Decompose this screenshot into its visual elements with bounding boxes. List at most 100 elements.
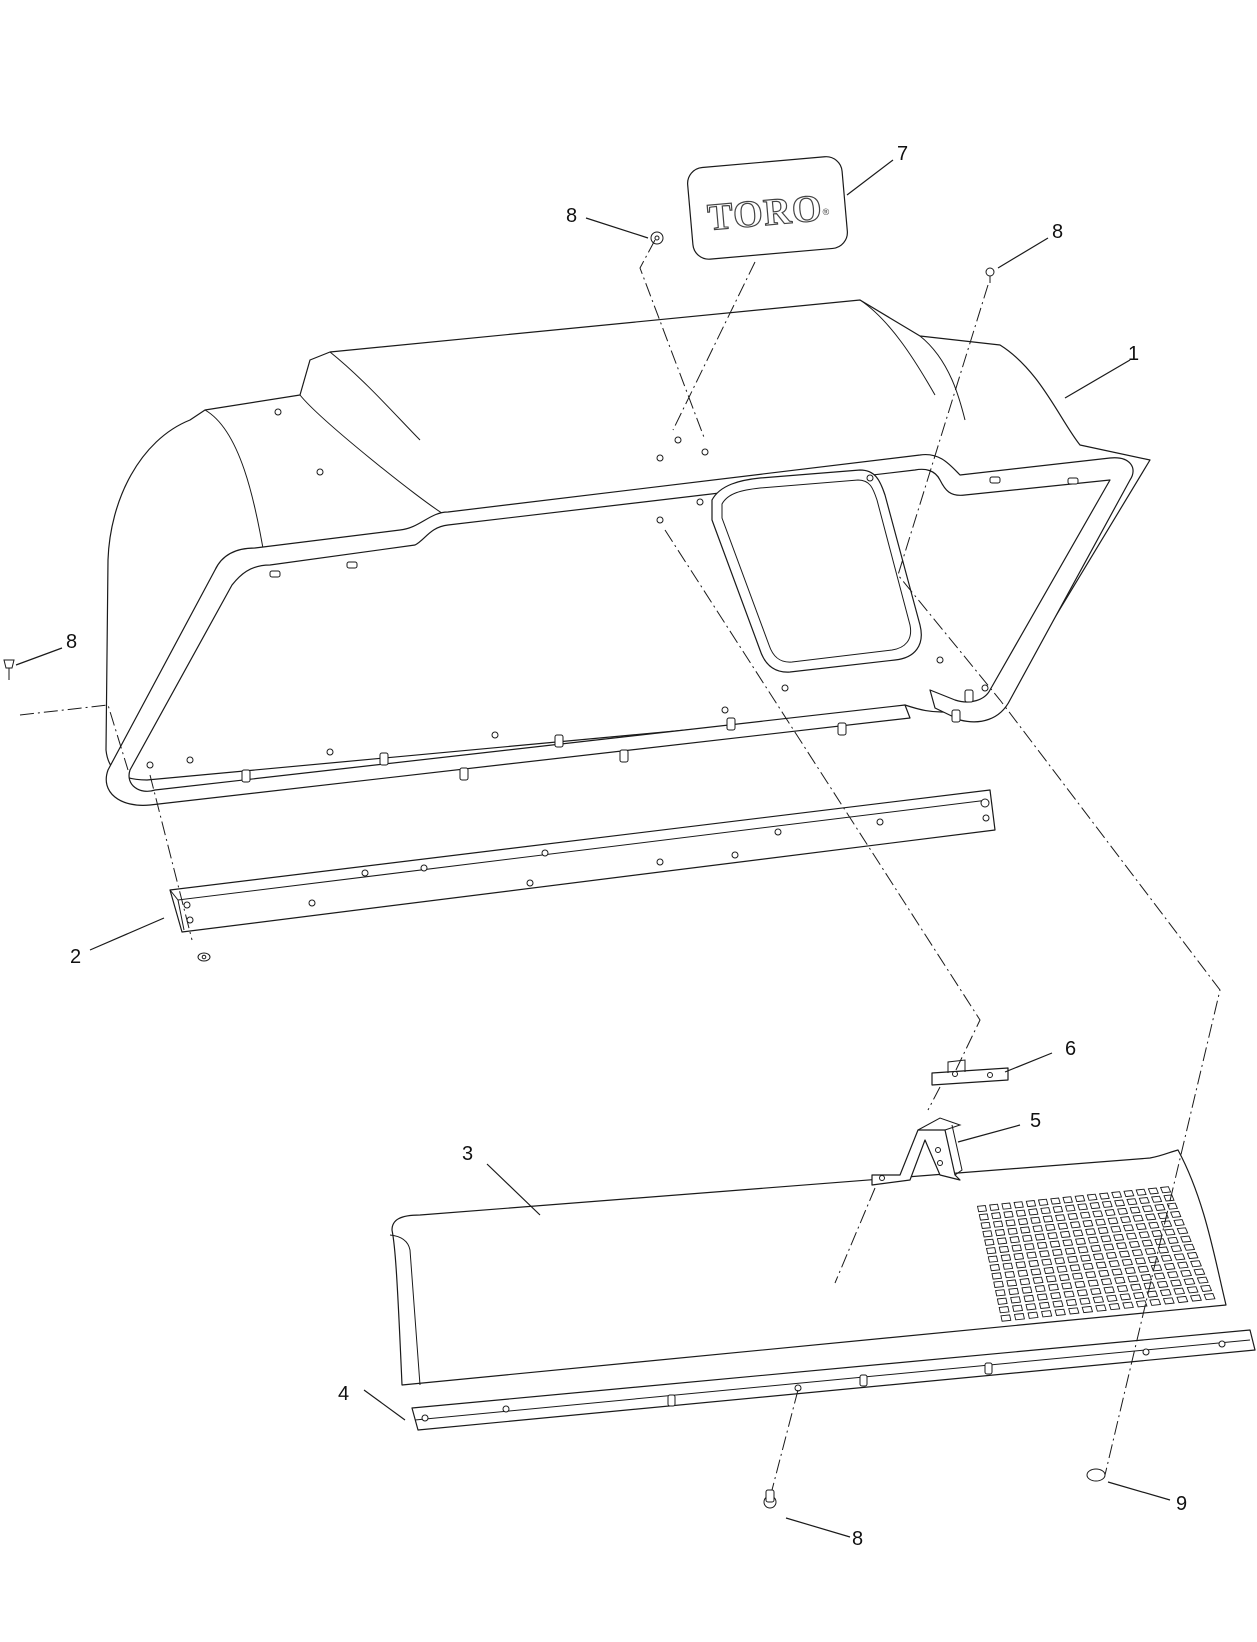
grille-cell: [1092, 1210, 1104, 1218]
grille-cell: [1082, 1262, 1094, 1270]
grille-cell: [1115, 1242, 1128, 1250]
grille-cell: [996, 1237, 1008, 1245]
fasteners: [3, 231, 1106, 1509]
grille-cell: [1052, 1300, 1064, 1308]
grille-cell: [1104, 1209, 1116, 1217]
grille-cell: [1108, 1260, 1120, 1268]
grille-cell: [1032, 1276, 1044, 1284]
grille-cell: [1007, 1227, 1018, 1235]
screw-8-left: [3, 659, 15, 680]
grille-cell: [987, 1255, 999, 1263]
grille-cell: [1176, 1261, 1189, 1269]
grille-cell: [1021, 1286, 1033, 1294]
grille-cell: [1095, 1261, 1107, 1269]
grille-cell: [1085, 1228, 1097, 1236]
grille-cell: [1163, 1194, 1175, 1202]
grille-cell: [1071, 1272, 1084, 1280]
grille-cell: [1030, 1268, 1042, 1276]
grille-cell: [1128, 1240, 1141, 1248]
grille-cell: [1069, 1264, 1081, 1272]
callout-8-left: 8: [66, 631, 77, 653]
registered-mark: ®: [822, 207, 830, 218]
grille-cell: [1041, 1310, 1053, 1318]
grille-cell: [1008, 1287, 1020, 1296]
grille-cell: [1190, 1260, 1202, 1268]
grille-cell: [1113, 1233, 1125, 1241]
grille-cell: [1089, 1202, 1101, 1210]
grille-cell: [1077, 1246, 1089, 1254]
decal-part-7: TORO ®: [687, 156, 848, 260]
washer-under-rail-2: [197, 952, 211, 962]
grille-cell: [1117, 1207, 1129, 1215]
grille-cell: [1058, 1273, 1070, 1282]
grille-cell: [1023, 1294, 1035, 1303]
grille-cell: [1028, 1208, 1039, 1216]
grille-cell: [1052, 1205, 1064, 1213]
grille-cell: [1173, 1219, 1185, 1227]
grille-cell: [1144, 1247, 1157, 1255]
grille-cell: [1114, 1276, 1126, 1284]
grille-cell: [1203, 1293, 1216, 1301]
grille-cell: [991, 1272, 1003, 1280]
grille-cell: [1189, 1294, 1202, 1302]
grille-cell: [1038, 1301, 1051, 1309]
grille-cell: [1183, 1243, 1196, 1251]
grille-cell: [1098, 1269, 1110, 1277]
grille-cell: [1024, 1243, 1035, 1251]
callout-7: 7: [897, 143, 908, 165]
grille-cell: [1064, 1247, 1076, 1255]
grille-cell: [1056, 1265, 1068, 1273]
grille-cell: [1045, 1275, 1057, 1283]
grille-cell: [1000, 1314, 1012, 1322]
grille-mesh: [976, 1186, 1216, 1322]
grille-cell: [1176, 1227, 1189, 1235]
nut-part-9: [1086, 1468, 1106, 1482]
grille-cell: [1049, 1240, 1061, 1248]
grille-cell: [1054, 1308, 1066, 1316]
grille-cell: [1141, 1205, 1154, 1213]
grille-cell: [1119, 1293, 1132, 1301]
grille-cell: [1013, 1252, 1025, 1261]
grille-cell: [1114, 1199, 1126, 1207]
grille-cell: [978, 1213, 989, 1221]
grille-cell: [1055, 1214, 1066, 1222]
grille-cell: [1050, 1197, 1061, 1205]
housing-part-1: [105, 299, 1151, 806]
grille-cell: [1082, 1219, 1094, 1228]
grille-cell: [984, 1238, 995, 1246]
grille-cell: [1132, 1291, 1145, 1300]
grille-cell: [1030, 1216, 1041, 1224]
grille-cell: [1037, 1198, 1049, 1206]
grille-cell: [1004, 1271, 1016, 1279]
grille-cell: [1074, 1195, 1086, 1203]
grille-cell: [1176, 1295, 1189, 1304]
grille-cell: [994, 1229, 1006, 1237]
grille-cell: [980, 1221, 991, 1229]
grille-cell: [1146, 1290, 1159, 1298]
grille-cell: [1005, 1219, 1016, 1227]
grille-cell: [1116, 1285, 1129, 1293]
grille-cell: [1159, 1289, 1172, 1297]
grille-cell: [1015, 1209, 1027, 1217]
grille-cell: [1159, 1186, 1172, 1194]
grille-cell: [1009, 1236, 1020, 1244]
grille-cell: [1019, 1226, 1031, 1234]
grille-cell: [1065, 1298, 1078, 1307]
grille-cell: [1019, 1278, 1031, 1286]
grille-cell: [1186, 1251, 1199, 1260]
grille-cell: [1076, 1289, 1089, 1297]
assembly-center-lines: [19, 239, 1221, 1491]
grille-cell: [1196, 1276, 1209, 1284]
grille-cell: [1119, 1216, 1132, 1224]
grille-cell: [1100, 1278, 1113, 1286]
grille-cell: [1085, 1271, 1097, 1279]
grille-cell: [996, 1297, 1008, 1305]
grille-cell: [1170, 1279, 1182, 1287]
grille-cell: [1002, 1262, 1014, 1270]
grille-cell: [1140, 1273, 1153, 1282]
grille-cell: [1067, 1255, 1079, 1263]
grille-cell: [1006, 1279, 1018, 1287]
grille-cell: [1047, 1232, 1058, 1240]
grille-cell: [998, 1306, 1010, 1314]
callout-3: 3: [462, 1143, 473, 1165]
